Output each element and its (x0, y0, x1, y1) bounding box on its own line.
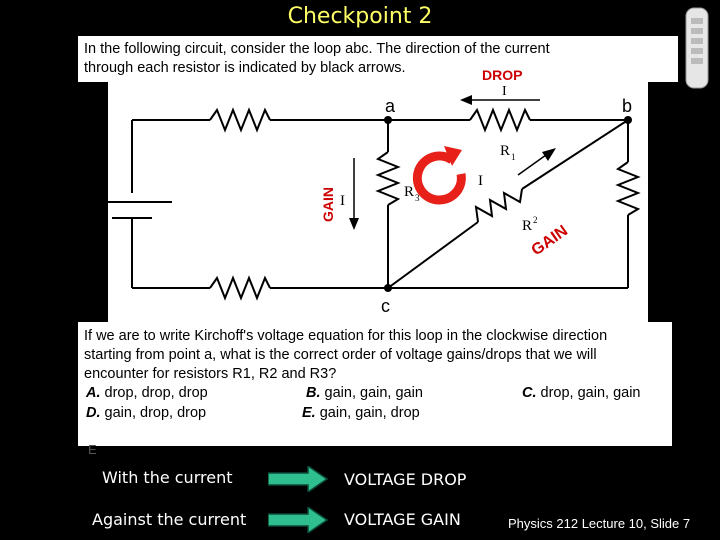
node-b-label: b (622, 96, 632, 116)
stray-letter: E (88, 442, 97, 457)
r3-label: R (404, 184, 414, 200)
option-a[interactable]: A. drop, drop, drop (86, 385, 208, 401)
arrow-right-icon (268, 507, 328, 533)
r3-subscript: 3 (415, 193, 420, 203)
intro-line-2: through each resistor is indicated by bl… (84, 60, 406, 76)
current-label-top: I (502, 84, 507, 99)
r1-subscript: 1 (511, 152, 516, 162)
option-e[interactable]: E. gain, gain, drop (302, 405, 420, 421)
option-d[interactable]: D. gain, drop, drop (86, 405, 207, 421)
intro-line-1: In the following circuit, consider the l… (84, 41, 550, 57)
rule-against-current: Against the current (92, 510, 247, 529)
node-a-label: a (385, 96, 396, 116)
slide-title: Checkpoint 2 (287, 4, 433, 29)
current-label-left: I (340, 193, 345, 209)
arrow-right-icon (268, 466, 328, 492)
circuit-panel (108, 82, 648, 322)
option-c[interactable]: C. drop, gain, gain (522, 385, 641, 401)
clicker-icon (685, 7, 709, 89)
intro-box (78, 36, 678, 82)
r2-subscript: 2 (533, 215, 538, 225)
option-b[interactable]: B. gain, gain, gain (306, 385, 423, 401)
rule-voltage-gain: VOLTAGE GAIN (344, 510, 461, 529)
rule-voltage-drop: VOLTAGE DROP (344, 470, 467, 489)
gain-annotation-left: GAIN (320, 187, 336, 222)
question-text: If we are to write Kirchoff's voltage eq… (84, 327, 670, 384)
slide-footer: Physics 212 Lecture 10, Slide 7 (508, 516, 691, 531)
clockwise-arrow-icon (412, 146, 466, 205)
r1-label: R (500, 143, 510, 159)
current-label-middle: I (478, 173, 483, 189)
r2-label: R (522, 218, 532, 234)
rule-with-current: With the current (102, 468, 233, 487)
node-c-label: c (381, 296, 390, 316)
intro-text: In the following circuit, consider the l… (84, 40, 674, 78)
gain-annotation-right: GAIN (529, 222, 572, 259)
drop-annotation: DROP (482, 67, 522, 83)
question-line-1: If we are to write Kirchoff's voltage eq… (84, 328, 608, 344)
question-line-3: encounter for resistors R1, R2 and R3? (84, 366, 337, 382)
question-line-2: starting from point a, what is the corre… (84, 347, 597, 363)
question-box (78, 322, 672, 446)
